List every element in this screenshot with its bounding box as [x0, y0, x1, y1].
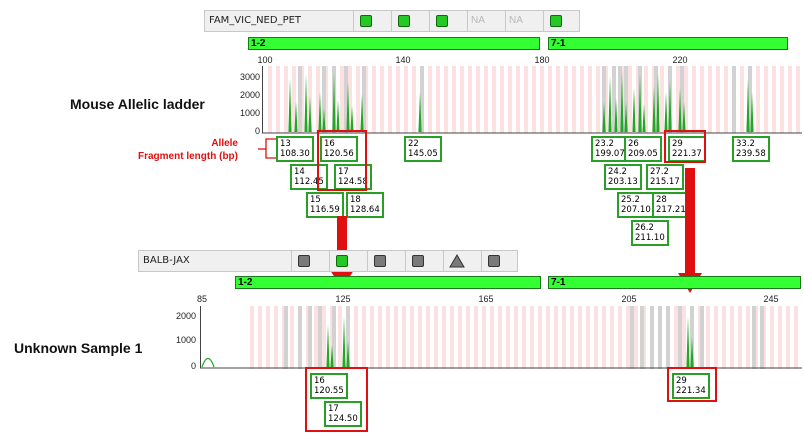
green-square-icon[interactable] [360, 15, 372, 27]
ladder-y-tick: 1000 [239, 108, 260, 118]
sample-name: BALB-JAX [143, 255, 190, 266]
ladder-dye-cell-2[interactable] [391, 11, 429, 31]
ladder-x-tick: 100 [257, 55, 273, 65]
ladder-header-bar: FAM_VIC_NED_PET NA NA [204, 10, 580, 32]
ladder-title: Mouse Allelic ladder [70, 96, 205, 112]
sample-bin-7-1[interactable]: 7-1 [548, 276, 801, 289]
na-label: NA [509, 15, 523, 26]
sample-electropherogram [200, 306, 802, 369]
ladder-dye-cell-6[interactable] [543, 11, 581, 31]
sample-bin-1-2[interactable]: 1-2 [235, 276, 541, 289]
ladder-bin-7-1[interactable]: 7-1 [548, 37, 788, 50]
grey-triangle-icon[interactable] [449, 254, 465, 268]
sample-y-tick: 2000 [175, 311, 196, 321]
annotation-allele: Allele [211, 138, 238, 149]
ladder-dye-cell-3[interactable] [429, 11, 467, 31]
ladder-bin-1-2[interactable]: 1-2 [248, 37, 540, 50]
sample-x-tick: 125 [335, 294, 351, 304]
grey-square-icon[interactable] [298, 255, 310, 267]
na-label: NA [471, 15, 485, 26]
annotation-fragment-length: Fragment length (bp) [138, 151, 238, 162]
sample-x-tick: 205 [621, 294, 637, 304]
ladder-y-tick: 2000 [239, 90, 260, 100]
ladder-dye-cell-1[interactable] [353, 11, 391, 31]
grey-square-icon[interactable] [412, 255, 424, 267]
highlight-box-ladder-16-17 [317, 130, 367, 191]
ladder-y-tick: 0 [254, 126, 260, 136]
sample-dye-cell-4[interactable] [405, 251, 443, 271]
ladder-electropherogram [262, 66, 802, 134]
green-square-icon[interactable] [398, 15, 410, 27]
sample-y-tick: 0 [190, 361, 196, 371]
ladder-y-tick: 3000 [239, 72, 260, 82]
sample-dye-cell-6[interactable] [481, 251, 519, 271]
grey-square-icon[interactable] [488, 255, 500, 267]
ladder-dye-name: FAM_VIC_NED_PET [209, 15, 302, 26]
green-square-icon[interactable] [550, 15, 562, 27]
ladder-x-tick: 140 [395, 55, 411, 65]
sample-dye-cell-3[interactable] [367, 251, 405, 271]
sample-y-tick: 1000 [175, 335, 196, 345]
annotation-bracket [258, 138, 276, 159]
sample-title: Unknown Sample 1 [14, 340, 143, 356]
sample-dye-cell-1[interactable] [291, 251, 329, 271]
grey-square-icon[interactable] [374, 255, 386, 267]
ladder-x-tick: 180 [534, 55, 550, 65]
highlight-box-sample-16-17 [305, 367, 368, 432]
ladder-dye-cell-5: NA [505, 11, 543, 31]
green-square-icon[interactable] [436, 15, 448, 27]
sample-dye-cell-2[interactable] [329, 251, 367, 271]
sample-x-tick: 165 [478, 294, 494, 304]
sample-header-bar: BALB-JAX [138, 250, 518, 272]
sample-dye-cell-5[interactable] [443, 251, 481, 271]
green-square-icon[interactable] [336, 255, 348, 267]
sample-x-tick: 245 [763, 294, 779, 304]
highlight-box-sample-29 [667, 367, 717, 402]
ladder-x-tick: 220 [672, 55, 688, 65]
sample-x-tick: 85 [196, 294, 208, 304]
ladder-dye-cell-4: NA [467, 11, 505, 31]
highlight-box-ladder-29 [664, 130, 706, 163]
